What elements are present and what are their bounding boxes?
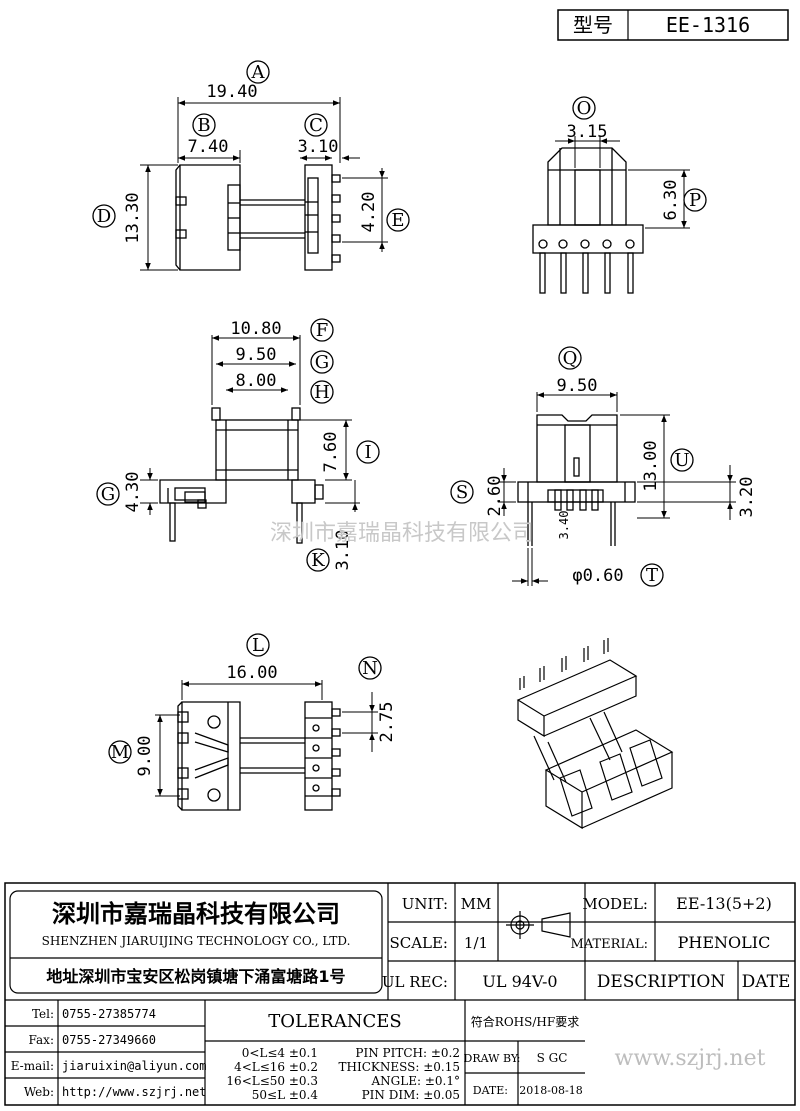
material-label: MATERIAL: — [571, 937, 648, 952]
tol-other-1: PIN PITCH: ±0.2 — [355, 1046, 460, 1060]
callout-letters — [92, 60, 707, 764]
fax-value: 0755-27349660 — [62, 1033, 156, 1047]
email-label: E-mail: — [11, 1059, 54, 1073]
letter-a: A — [251, 62, 266, 83]
dim-u: 13.00 — [641, 440, 661, 491]
dim-h: 8.00 — [236, 371, 277, 391]
scale-label: SCALE: — [389, 934, 448, 952]
material-value: PHENOLIC — [678, 933, 771, 952]
side-view — [159, 407, 324, 544]
front-view-right — [532, 147, 644, 294]
bottom-view — [177, 701, 341, 811]
dim-t: φ0.60 — [572, 566, 623, 586]
front-view-lower-dims — [498, 392, 736, 586]
dim-i: 7.60 — [321, 432, 341, 473]
dim-l: 16.00 — [226, 663, 277, 683]
drawby-label: DRAW BY: — [464, 1052, 521, 1065]
letter-g2: G — [101, 484, 115, 505]
header-model-box: 型号 EE-1316 — [557, 9, 789, 41]
dim-d: 13.30 — [123, 192, 143, 243]
website-big: www.szjrj.net — [615, 1046, 766, 1071]
letter-p: P — [689, 190, 701, 211]
scale-value: 1/1 — [464, 934, 488, 952]
letter-s: S — [456, 482, 468, 503]
date-label: DATE: — [473, 1084, 508, 1097]
front-view-lower — [517, 414, 636, 546]
ulrec-label: UL REC: — [382, 973, 448, 991]
letter-e: E — [391, 210, 404, 231]
dim-g: 9.50 — [236, 345, 277, 365]
letter-q: Q — [563, 348, 578, 369]
model-label: MODEL: — [582, 895, 648, 913]
letter-l: L — [252, 635, 264, 656]
dim-c: 3.10 — [298, 137, 339, 157]
callout-letter-texts: A B C D E O P F G H I G K Q U S T L M N — [97, 62, 701, 763]
email-value: jiaruixin@aliyun.com — [62, 1059, 207, 1073]
tel-value: 0755-27385774 — [62, 1007, 156, 1021]
tol-other-4: PIN DIM: ±0.05 — [362, 1088, 460, 1102]
letter-u: U — [674, 450, 689, 471]
company-name-en: SHENZHEN JIARUIJING TECHNOLOGY CO., LTD. — [42, 934, 351, 948]
model-value: EE-13(5+2) — [676, 894, 772, 913]
dim-f: 10.80 — [230, 319, 281, 339]
unit-value: MM — [461, 895, 492, 913]
dim-m: 9.00 — [135, 736, 155, 777]
unit-label: UNIT: — [402, 895, 448, 913]
letter-c: C — [309, 115, 323, 136]
isometric-view — [516, 638, 674, 830]
dim-s: 2.60 — [485, 476, 505, 517]
type-value: EE-1316 — [666, 13, 750, 37]
letter-m: M — [111, 742, 129, 763]
letter-k: K — [311, 550, 325, 571]
letter-b: B — [197, 115, 210, 136]
dim-o: 3.15 — [567, 122, 608, 142]
drawby-value: S GC — [537, 1051, 568, 1065]
tolerances-label: TOLERANCES — [268, 1011, 401, 1032]
top-view — [175, 164, 341, 271]
tol-length-2: 4<L≤16 ±0.2 — [234, 1060, 318, 1074]
letter-d: D — [97, 206, 111, 227]
dim-v: 3.20 — [737, 477, 757, 518]
letter-h: H — [314, 382, 330, 403]
dim-n: 2.75 — [377, 702, 397, 743]
dim-q: 9.50 — [557, 376, 598, 396]
top-view-dims — [140, 97, 388, 271]
projection-symbol-icon — [506, 911, 571, 939]
ulrec-value: UL 94V-0 — [482, 972, 557, 991]
company-address: 地址深圳市宝安区松岗镇塘下涌富塘路1号 — [46, 967, 345, 986]
letter-f: F — [316, 320, 329, 341]
letter-t: T — [646, 565, 658, 586]
description-label: DESCRIPTION — [597, 972, 726, 992]
dim-w: 3.40 — [557, 511, 571, 540]
date-header: DATE — [742, 972, 791, 992]
type-label: 型号 — [573, 13, 613, 37]
letter-g: G — [315, 352, 329, 373]
watermark-text: 深圳市嘉瑞晶科技有限公司 — [270, 521, 534, 546]
title-block-frame — [4, 882, 796, 1106]
tol-length-4: 50≤L ±0.4 — [252, 1088, 319, 1102]
rohs-note: 符合ROHS/HF要求 — [471, 1014, 579, 1029]
tel-label: Tel: — [32, 1007, 54, 1021]
tol-other-2: THICKNESS: ±0.15 — [339, 1060, 460, 1074]
bottom-view-dims — [155, 680, 378, 797]
dim-e: 4.20 — [359, 192, 379, 233]
letter-o: O — [577, 98, 592, 119]
side-view-dims — [140, 335, 360, 515]
date-value: 2018-08-18 — [519, 1084, 582, 1097]
fax-label: Fax: — [29, 1033, 54, 1047]
tol-length-1: 0<L≤4 ±0.1 — [242, 1046, 318, 1060]
letter-i: I — [364, 442, 371, 463]
web-label: Web: — [24, 1085, 54, 1099]
letter-n: N — [362, 658, 378, 679]
company-name-cn: 深圳市嘉瑞晶科技有限公司 — [52, 900, 340, 928]
dim-g2: 4.30 — [123, 472, 143, 513]
web-value: http://www.szjrj.net — [62, 1085, 207, 1099]
tol-other-3: ANGLE: ±0.1° — [371, 1074, 460, 1088]
dim-k: 3.10 — [333, 530, 353, 571]
dim-a: 19.40 — [206, 82, 257, 102]
dim-b: 7.40 — [188, 137, 229, 157]
dim-p: 6.30 — [661, 180, 681, 221]
tol-length-3: 16<L≤50 ±0.3 — [226, 1074, 318, 1088]
